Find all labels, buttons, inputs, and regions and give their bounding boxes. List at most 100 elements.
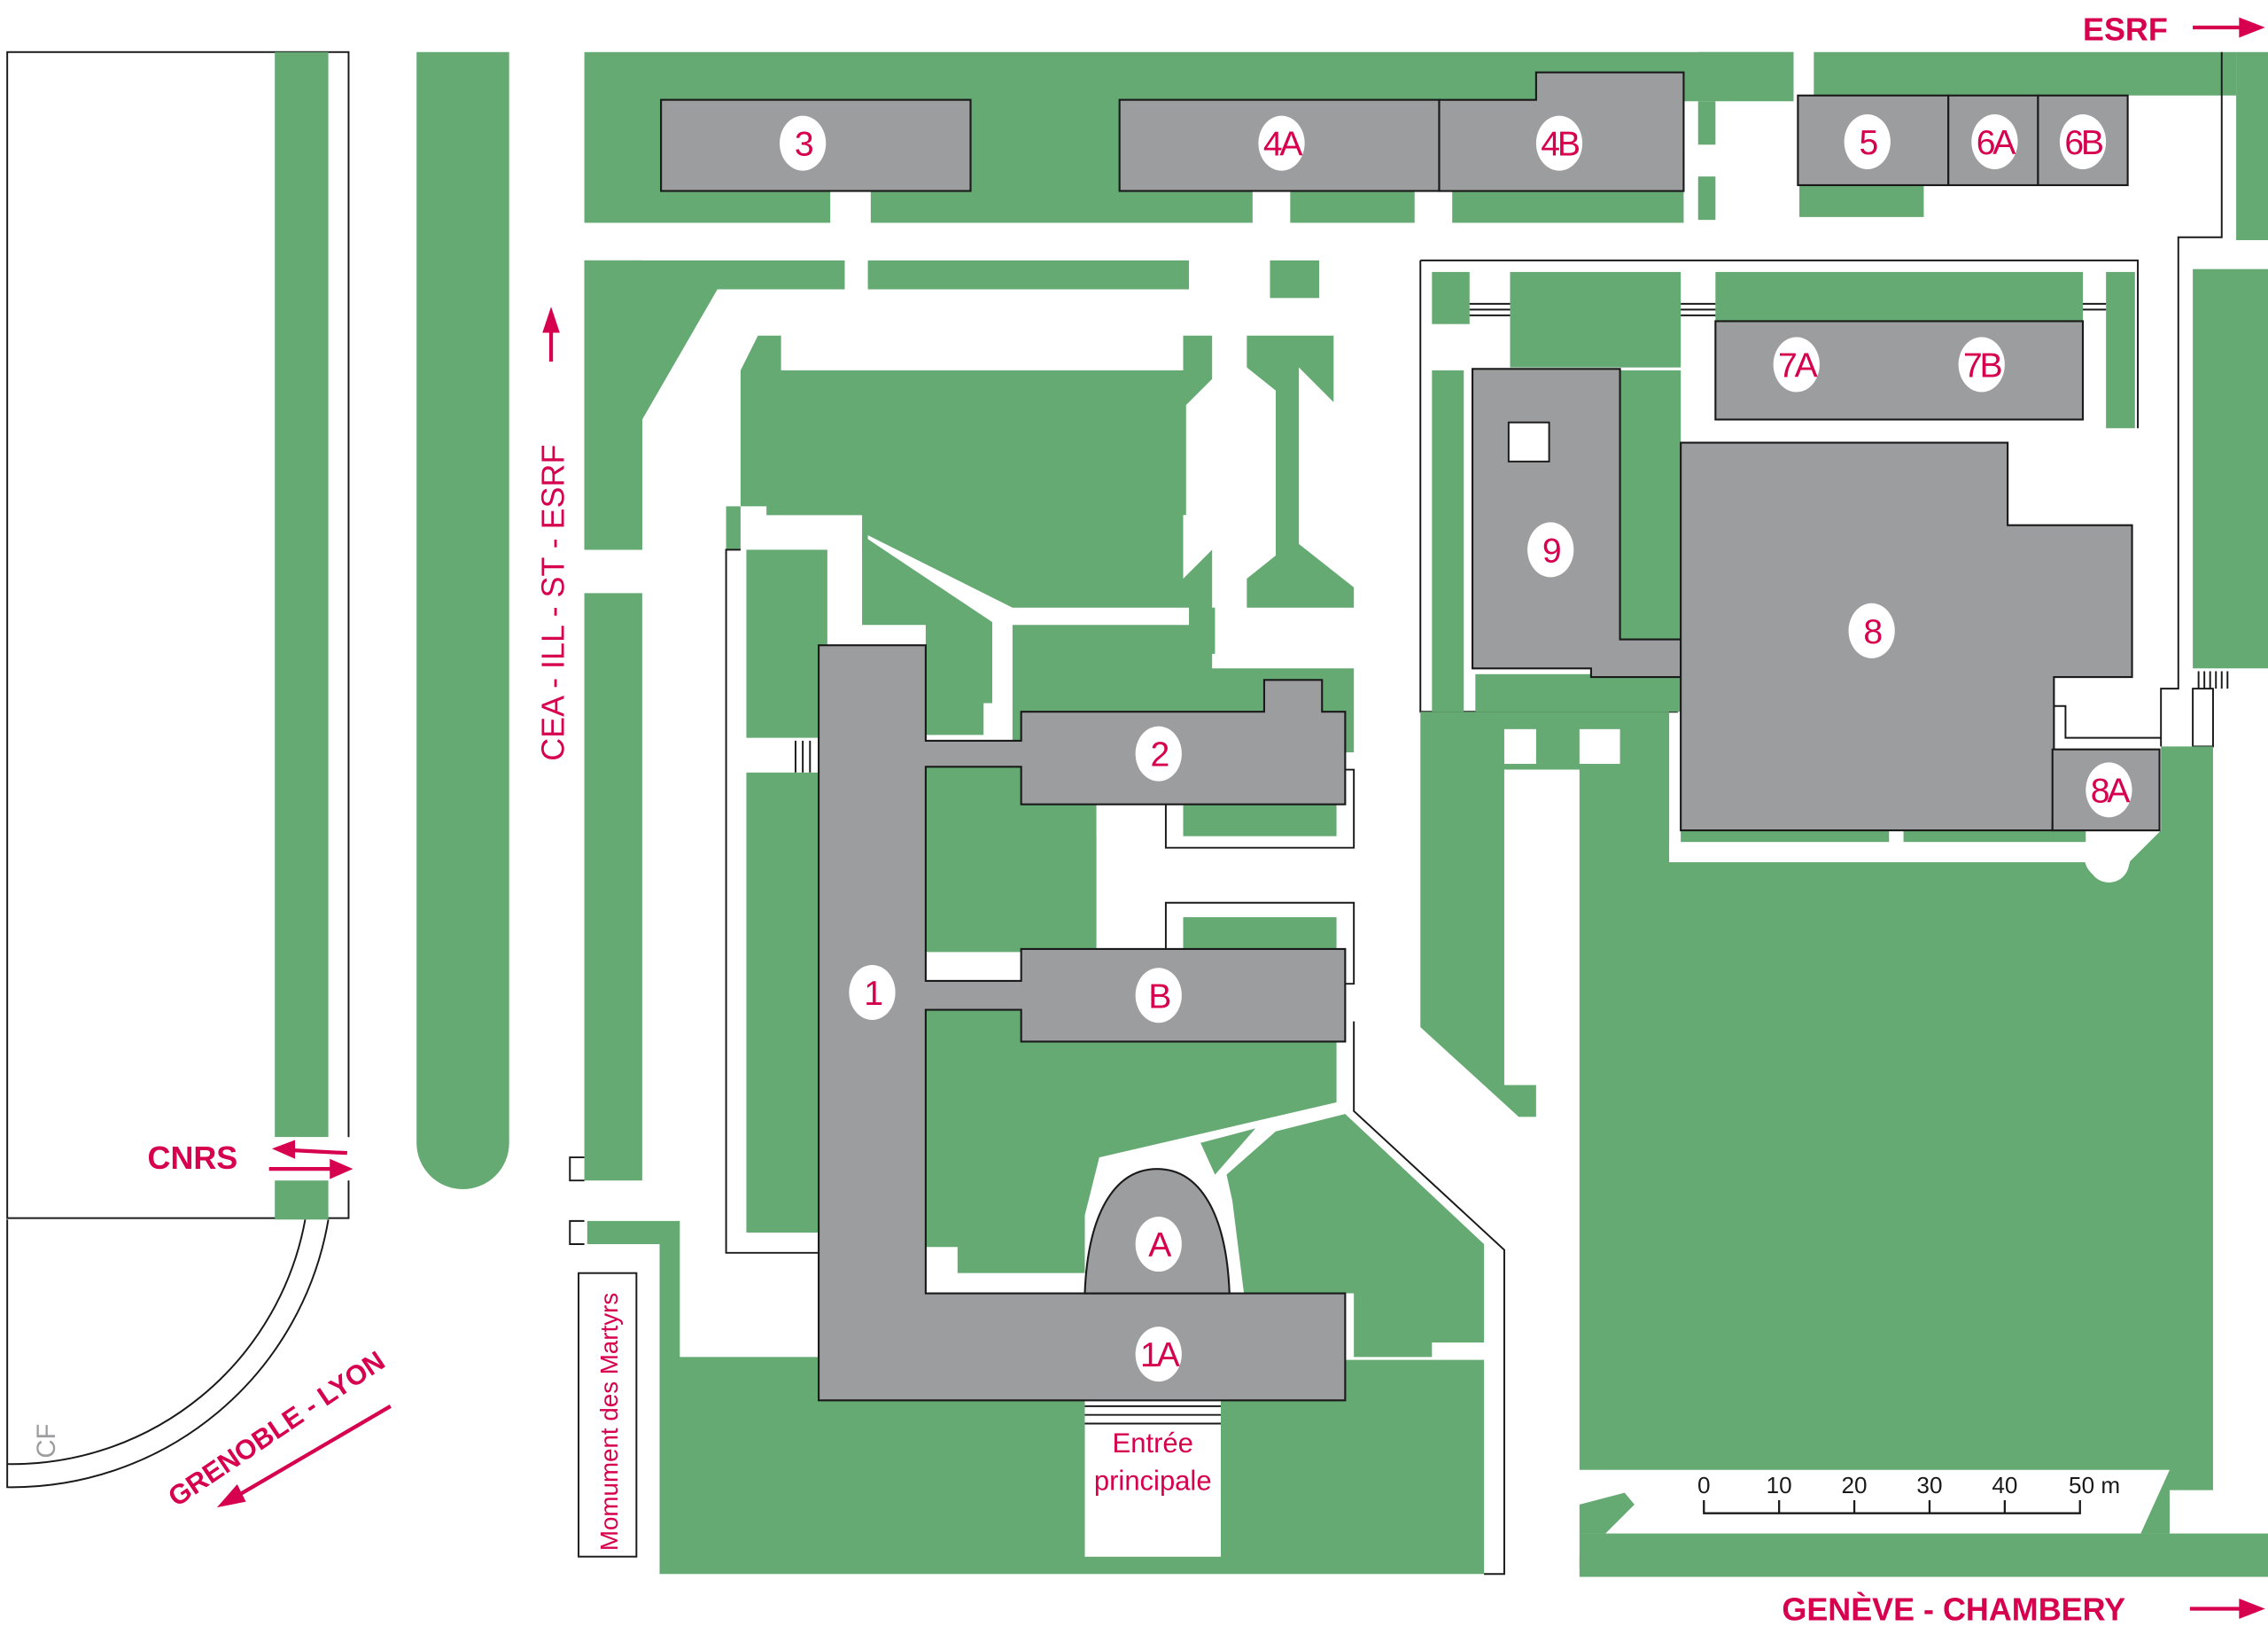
steps-e2 — [1681, 302, 1716, 316]
lawn-rounded-strip — [416, 51, 509, 1189]
scale-label-20: 20 — [1842, 1472, 1868, 1498]
lawn-e6 — [1619, 370, 1682, 640]
arrowhead-icon — [2239, 17, 2265, 38]
path-se-2 — [1579, 728, 1620, 765]
label-8: 8 — [1863, 613, 1882, 651]
label-3: 3 — [795, 126, 813, 164]
label-1a: 1A — [1140, 1336, 1181, 1374]
arrowhead-up-icon — [542, 307, 560, 333]
badge-4b[interactable]: 4B — [1535, 115, 1583, 171]
badge-8a[interactable]: 8A — [2085, 762, 2133, 818]
wall-8-8a — [2054, 704, 2162, 739]
lawn-triangle — [1200, 1128, 1256, 1175]
path-3 — [830, 191, 871, 226]
label-4a: 4A — [1263, 126, 1304, 164]
path-8-south — [1669, 838, 2103, 863]
wall-north-of-b — [1164, 901, 1355, 985]
lawn-mid-west — [925, 836, 1097, 953]
badge-8[interactable]: 8 — [1848, 603, 1895, 658]
wall-east-path — [1353, 1021, 1505, 1576]
direction-cnrs: CNRS — [148, 1140, 353, 1179]
cf-area: CF — [6, 51, 351, 1489]
entrance-path — [1084, 1400, 1221, 1557]
scale-bar: 0 10 20 30 40 50 m — [1697, 1472, 2120, 1514]
scale-bar-path — [1605, 1469, 2170, 1534]
badge-1a[interactable]: 1A — [1135, 1327, 1184, 1382]
arrowhead-left-icon — [271, 1140, 296, 1159]
badge-1[interactable]: 1 — [849, 964, 896, 1020]
lawn-e4 — [2106, 271, 2135, 429]
lawn-west-1-north — [746, 549, 827, 738]
badge-7b[interactable]: 7B — [1958, 337, 2005, 393]
lawn-north-east-2 — [2236, 51, 2268, 241]
lawn-west-1-south — [746, 772, 819, 1233]
lawn-row2-b — [867, 260, 1190, 290]
label-b: B — [1148, 977, 1170, 1016]
path-4a — [1252, 191, 1291, 226]
steps-west-1 — [794, 740, 812, 773]
cf-label: CF — [32, 1423, 61, 1458]
scale-label-50: 50 m — [2069, 1472, 2120, 1498]
path-se — [1503, 728, 1536, 765]
badge-6a[interactable]: 6A — [1971, 113, 2020, 170]
lawn-strip-west — [275, 51, 329, 1138]
lawn-north-east — [1814, 51, 2237, 96]
scale-label-30: 30 — [1916, 1472, 1942, 1498]
gate-post-2 — [569, 1219, 585, 1246]
badge-3[interactable]: 3 — [780, 115, 827, 171]
lawn-8-south-a — [1681, 830, 1890, 843]
lawn-under-5 — [1799, 184, 1924, 217]
direction-esrf: ESRF — [2083, 12, 2265, 48]
steps-e1 — [1469, 302, 1511, 316]
monument-label: Momument des Martyrs — [595, 1293, 623, 1551]
lawn-strip-west-2 — [275, 1180, 329, 1220]
arrowhead-down-left-icon — [216, 1484, 246, 1508]
label-7b: 7B — [1963, 347, 2002, 385]
lawn-east-of-a — [1226, 1114, 1485, 1358]
wall-south-of-2 — [1164, 768, 1355, 849]
lawn-cea-south — [584, 593, 642, 1181]
badge-a[interactable]: A — [1135, 1217, 1182, 1272]
label-1: 1 — [864, 975, 882, 1013]
label-4b: 4B — [1541, 126, 1580, 164]
geneve-chambery-label: GENÈVE - CHAMBERY — [1782, 1591, 2125, 1628]
label-8a: 8A — [2091, 773, 2132, 811]
direction-cea: CEA - ILL - ST - ESRF — [535, 307, 571, 761]
arrow-left-icon — [289, 1148, 347, 1156]
building-8[interactable] — [1680, 441, 2133, 832]
monument-box — [578, 1272, 638, 1558]
lawn-e1 — [1432, 271, 1470, 324]
lawn-north-of-b — [1183, 917, 1337, 949]
esrf-label: ESRF — [2083, 12, 2168, 48]
badge-4a[interactable]: 4A — [1258, 115, 1307, 171]
building-7[interactable] — [1714, 320, 2085, 421]
badge-5[interactable]: 5 — [1844, 113, 1891, 170]
label-6a: 6A — [1977, 124, 2017, 162]
badge-2[interactable]: 2 — [1135, 726, 1182, 782]
cf-arc-inner — [7, 1219, 307, 1466]
lawn-8-south-b — [1903, 830, 2086, 843]
cf-block-outline — [6, 51, 350, 1219]
badge-9[interactable]: 9 — [1527, 522, 1574, 578]
scale-label-40: 40 — [1992, 1472, 2017, 1498]
wall-west-of-1 — [725, 549, 819, 1254]
lawn-south-of-2 — [1183, 804, 1337, 837]
badge-6b[interactable]: 6B — [2059, 113, 2107, 170]
lawn-e3 — [1715, 271, 2084, 322]
badge-b[interactable]: B — [1135, 968, 1182, 1023]
badge-7a[interactable]: 7A — [1773, 337, 1821, 393]
label-2: 2 — [1150, 736, 1168, 774]
lawn-row2-c — [1270, 260, 1319, 299]
direction-geneve: GENÈVE - CHAMBERY — [1782, 1591, 2265, 1628]
lawn-e5 — [1432, 370, 1464, 712]
lawn-southeast — [1420, 712, 2213, 1534]
arrowhead-right-icon-3 — [2239, 1599, 2265, 1619]
building-1-complex[interactable] — [818, 644, 1347, 1402]
entrance-label-line1: Entrée — [1113, 1428, 1193, 1459]
lawn-far-east — [2193, 268, 2268, 669]
lawn-north-mid — [1697, 51, 1794, 102]
lawn-e7 — [1475, 673, 1682, 712]
cf-arc-outer — [6, 1219, 330, 1489]
entrance-steps — [1084, 1405, 1221, 1425]
